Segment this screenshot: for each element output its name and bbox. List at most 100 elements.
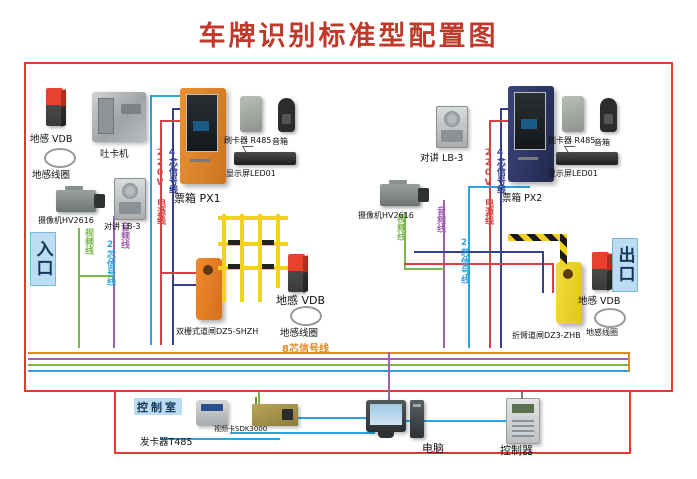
label-speaker-exit: 音箱: [594, 138, 610, 147]
label-card-issuer: 发卡器T485: [140, 437, 193, 448]
control-room-plate: 控制室: [134, 398, 182, 415]
label-camera-exit: 摄像机HV2616: [358, 211, 414, 220]
camera-icon-exit: [380, 180, 429, 206]
fence-post-3: [258, 214, 262, 302]
cable-bus-audio: [28, 358, 628, 360]
cable-label-sig2-exit: 2芯信号线: [459, 238, 469, 284]
fence-marker-2: [262, 240, 274, 245]
entrance-plate-label: 入口: [32, 240, 53, 278]
intercom-icon-exit: [436, 106, 468, 148]
label-card-reader-entrance: 刷卡器 R485: [224, 136, 272, 145]
cable-power-entrance-top: [160, 120, 194, 122]
fence-arm-mid: [218, 242, 288, 246]
fence-marker-3: [228, 264, 240, 269]
label-ground-sensor-entrance: 地感 VDB: [30, 134, 73, 145]
card-issuer-icon: [196, 400, 228, 426]
cable-issuer-link: [160, 438, 280, 440]
fence-marker-4: [262, 264, 274, 269]
fence-arm-top: [218, 216, 288, 220]
loop-coil-icon-exit: [594, 308, 626, 328]
cable-label-video-exit: 视频线: [395, 214, 405, 241]
cable-video-entrance-elbow: [78, 275, 114, 277]
label-loop-coil-entrance: 地感线圈: [32, 170, 71, 181]
cable-computer-to-controller: [405, 420, 520, 422]
fence-post-2: [240, 214, 244, 302]
cable-video-entrance: [78, 228, 80, 348]
cable-sig8-bus: [28, 352, 628, 354]
label-intercom-exit: 对讲 LB-3: [420, 153, 464, 164]
cable-power-exit-gate-h: [404, 263, 554, 265]
cable-label-sig2-entrance: 2芯信号线: [105, 240, 115, 286]
cable-label-power-exit: 220V 电源线: [483, 148, 493, 225]
folding-arm-vertical: [560, 234, 567, 266]
ground-sensor-icon-exit: [592, 252, 609, 290]
led-display-icon-exit: [556, 152, 618, 165]
ground-sensor-icon: [46, 88, 63, 126]
fence-post-1: [222, 214, 226, 302]
folding-arm-horizontal: [508, 234, 566, 241]
label-led-display-entrance: 显示屏LED01: [226, 169, 276, 178]
card-reader-icon: [240, 96, 262, 132]
cable-sig2-entrance: [150, 95, 152, 345]
cable-sig4-entrance: [172, 108, 174, 345]
cable-sig2-exit-top: [468, 186, 530, 188]
cable-power-entrance: [160, 120, 162, 345]
exit-plate: 出口: [612, 238, 638, 292]
cable-video-card-feed: [258, 392, 260, 406]
loop-coil-icon: [44, 148, 76, 168]
cable-bus-sig2: [28, 370, 628, 372]
cable-video-exit-elbow: [404, 268, 444, 270]
video-card-icon: [252, 397, 298, 426]
computer-tower-icon: [410, 400, 424, 438]
control-room-frame: [114, 392, 631, 454]
speaker-icon-exit: [600, 98, 617, 132]
intercom-icon: [114, 178, 146, 220]
cable-label-power-entrance: 220V 电源线: [155, 148, 165, 225]
controller-icon: [506, 391, 540, 444]
page-title: 车牌识别标准型配置图: [198, 21, 499, 52]
cable-monitor-feed: [388, 392, 390, 404]
cable-sig4-exit-gate-v: [542, 251, 544, 293]
cable-sig4-exit: [500, 108, 502, 348]
label-computer: 电脑: [422, 442, 444, 455]
entrance-plate: 入口: [30, 232, 56, 286]
cable-sig2-exit: [468, 186, 470, 348]
speaker-icon: [278, 98, 295, 132]
cable-sig4-to-entrance-gate: [172, 284, 198, 286]
cable-power-exit: [489, 120, 491, 348]
cable-drop-to-computer: [388, 352, 390, 402]
ground-sensor-icon-2: [288, 254, 305, 292]
label-loop-coil-entrance-gate: 地感线圈: [280, 328, 319, 339]
led-display-icon: [234, 152, 296, 165]
fence-arm-bottom: [218, 266, 288, 270]
ticket-kiosk-icon: [180, 88, 226, 184]
cable-label-sig4-exit: 4芯信号线: [495, 148, 505, 194]
computer-icon: [366, 400, 406, 438]
camera-icon: [56, 186, 105, 212]
cable-label-sig4-entrance: 4芯信号线: [167, 148, 177, 194]
cable-sig2-entrance-top: [150, 95, 192, 97]
cable-sig4-exit-gate-h: [414, 251, 544, 253]
label-ticket-kiosk-px1: 票箱 PX1: [174, 192, 221, 205]
label-controller: 控制器: [500, 444, 533, 457]
loop-coil-icon-2: [290, 306, 322, 326]
label-ground-sensor-entrance-gate: 地感 VDB: [276, 294, 326, 307]
label-folding-barrier: 折臂道闸DZ3-ZHB: [512, 331, 581, 340]
fence-post-4: [276, 214, 280, 288]
label-camera-entrance: 摄像机HV2616: [38, 216, 94, 225]
cable-bus-video: [28, 364, 628, 366]
cable-audio-entrance: [113, 216, 115, 348]
cable-power-to-entrance-gate: [160, 272, 198, 274]
cable-power-exit-gate-v: [552, 263, 554, 293]
label-card-reader-exit: 刷卡器 R485: [548, 136, 596, 145]
label-ground-sensor-exit: 地感 VDB: [578, 296, 621, 307]
label-fence-barrier: 双栅式道闸DZ5-SHZH: [176, 327, 259, 336]
label-led-display-exit: 显示屏LED01: [548, 169, 598, 178]
cable-label-sig8: 8芯信号线: [282, 344, 329, 355]
label-video-card: 视频卡SDK3000: [214, 425, 268, 433]
cable-label-video-entrance: 视频线: [83, 228, 93, 255]
fence-marker-1: [228, 240, 240, 245]
cable-audio-exit: [443, 200, 445, 348]
cable-label-audio-exit: 音频线: [435, 206, 445, 233]
